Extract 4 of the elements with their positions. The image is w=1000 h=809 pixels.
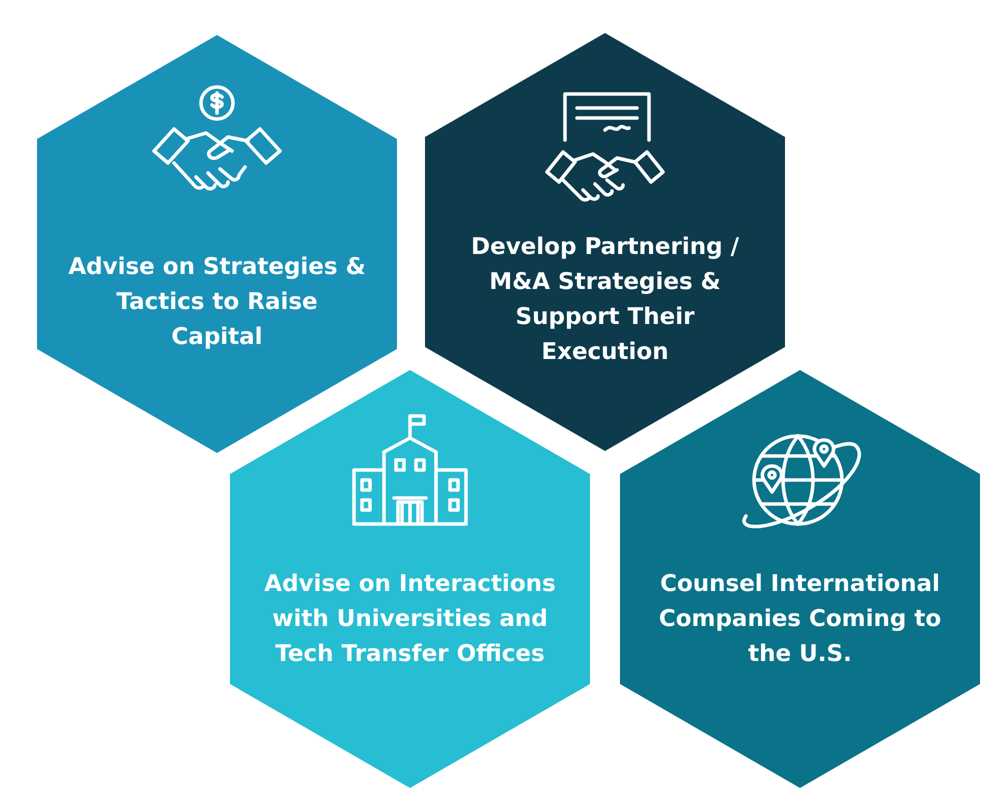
tile-text: Develop Partnering / M&A Strategies & Support Their Execution <box>470 233 740 367</box>
tile-text: Counsel International Companies Coming to the U.S. <box>658 570 942 669</box>
tile-text: Advise on Interactions with Universities and Tech Transfer Offices <box>263 570 557 669</box>
tile-text: Advise on Strategies & Tactics to Raise Capital <box>67 253 367 352</box>
